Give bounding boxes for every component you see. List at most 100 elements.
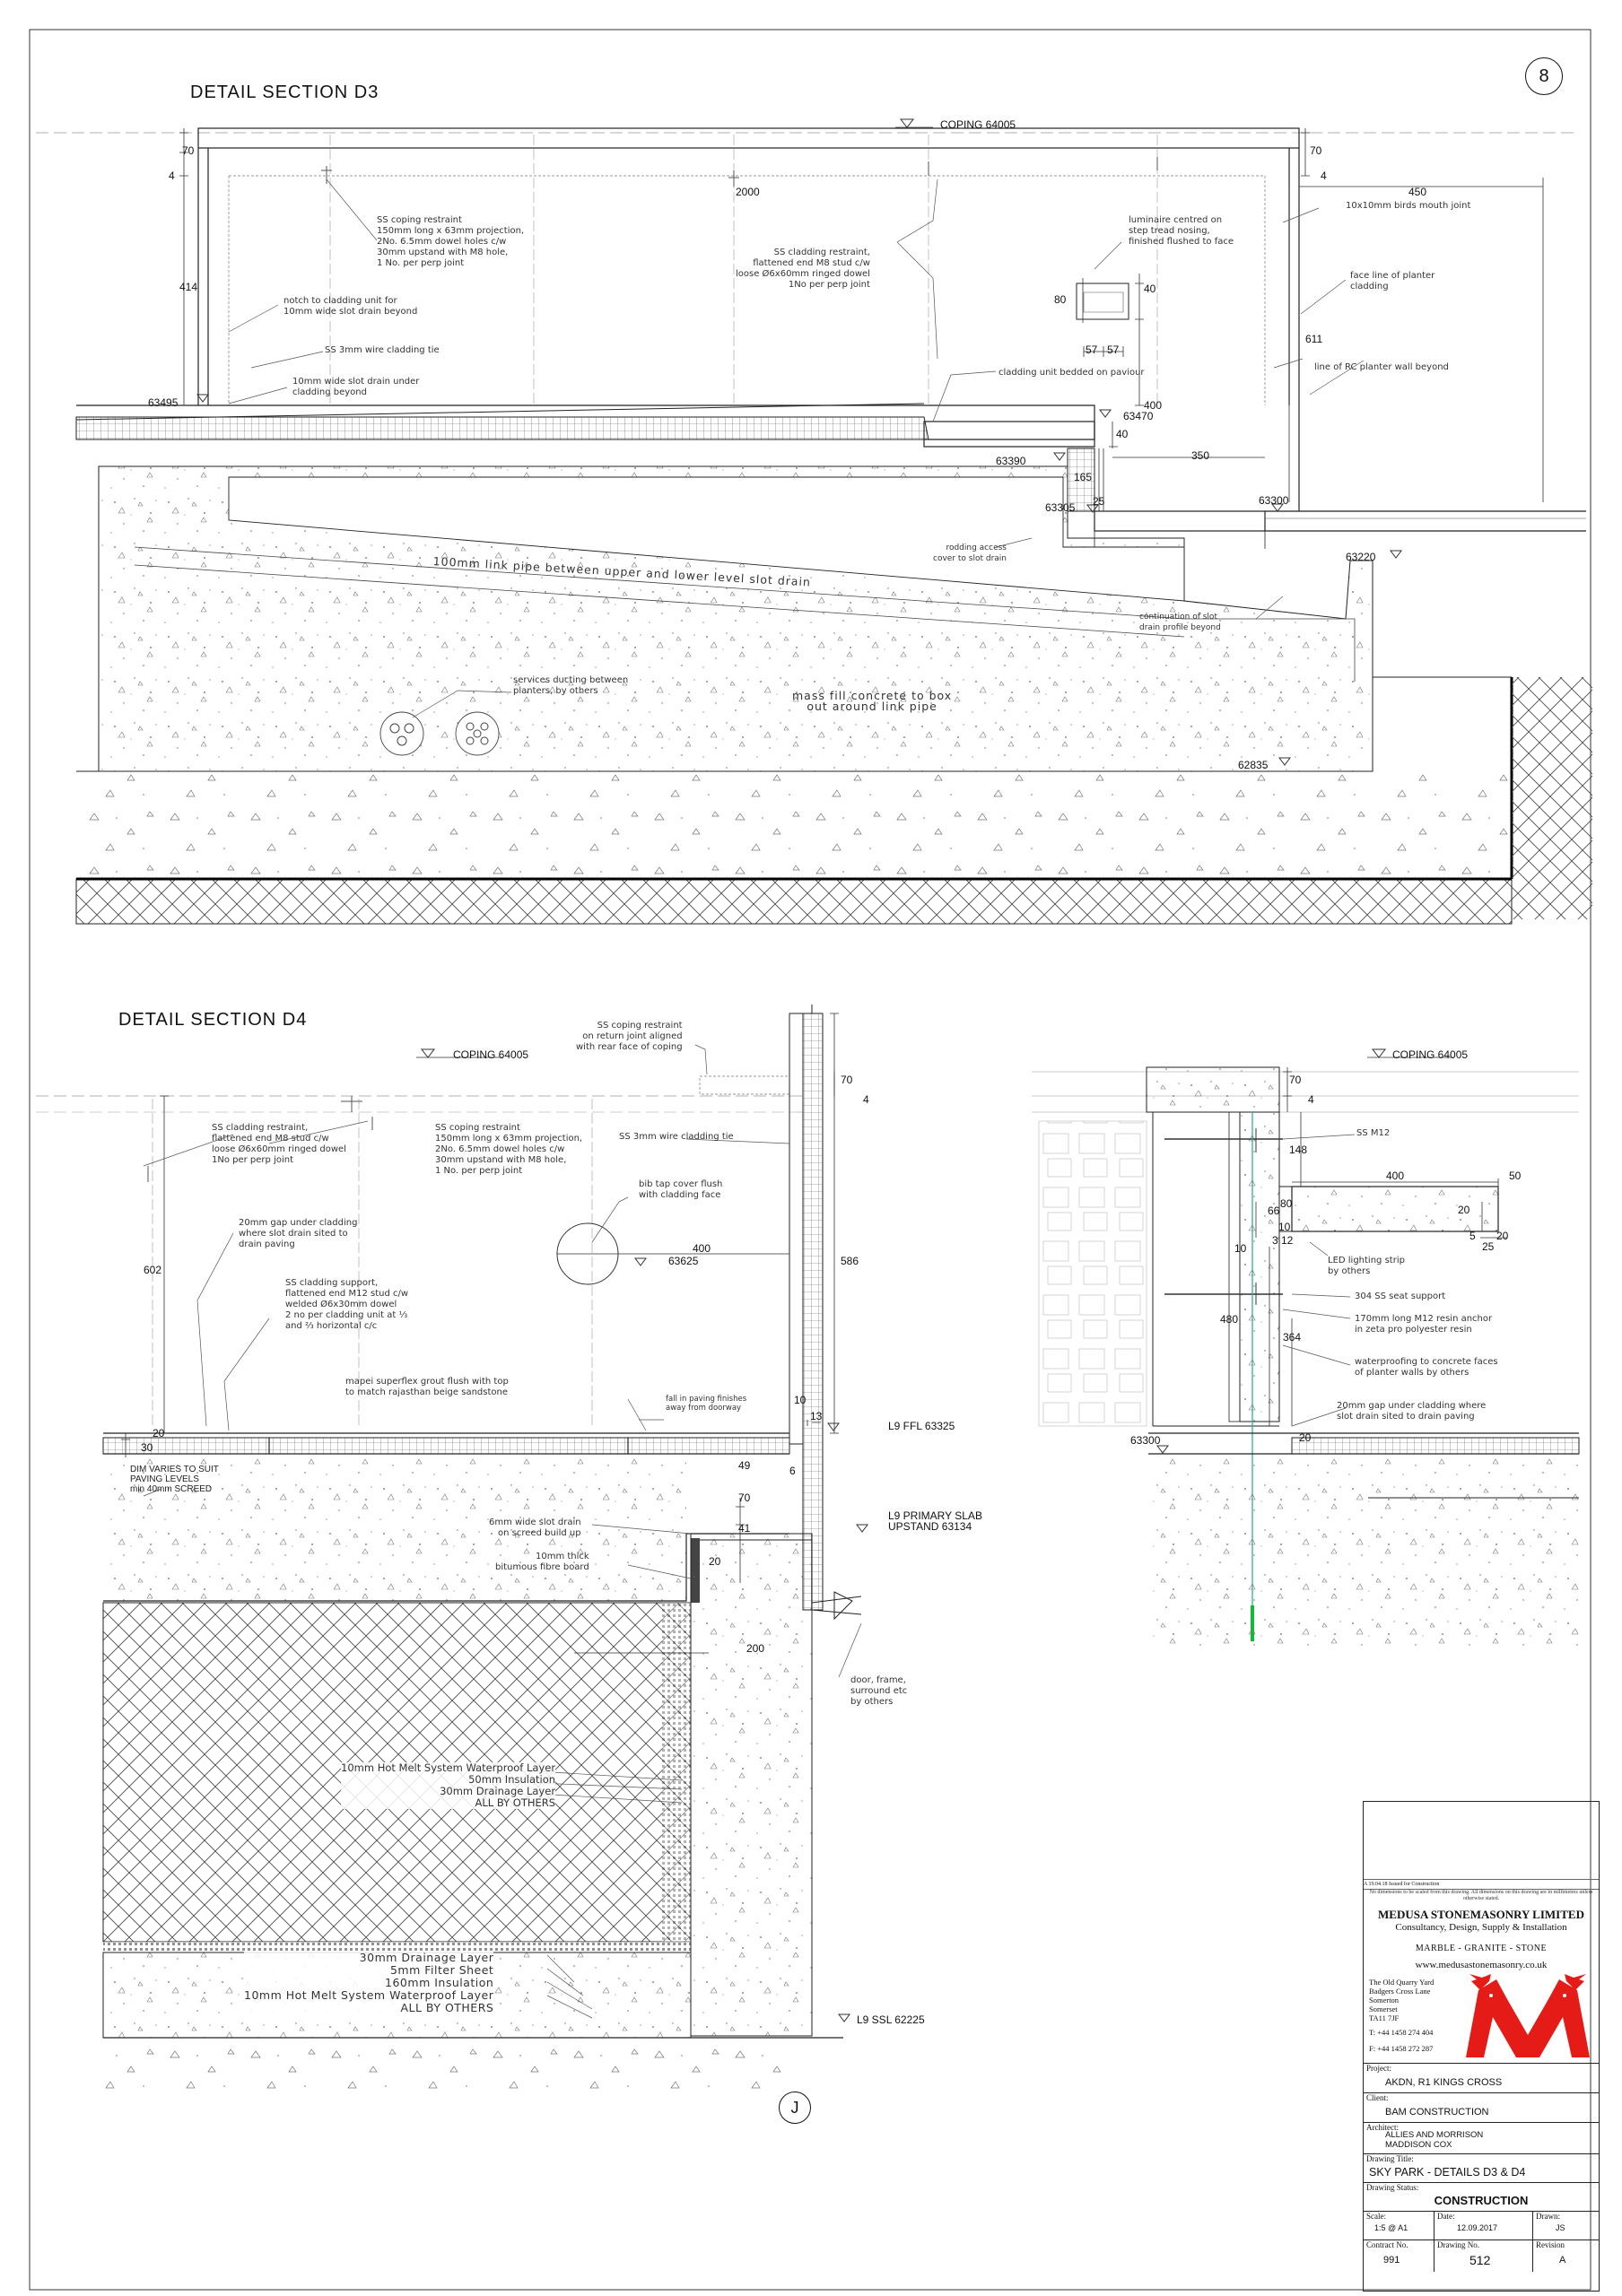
- d4b-dim-148: 148: [1289, 1144, 1308, 1156]
- architect-value: ALLIES AND MORRISON MADDISON COX: [1385, 2130, 1484, 2150]
- d4-dim-200: 200: [746, 1642, 765, 1655]
- d3-dim-80: 80: [1054, 293, 1067, 306]
- status-label: Drawing Status:: [1366, 2183, 1419, 2192]
- revision-line: A 19.04.18 Issued for Construction: [1364, 1879, 1599, 1890]
- d3-level-63390: 63390: [996, 455, 1026, 467]
- revision-label: Revision: [1536, 2240, 1565, 2249]
- d4b-dim-400: 400: [1386, 1170, 1405, 1182]
- company-address: The Old Quarry Yard Badgers Cross Lane S…: [1369, 1978, 1435, 2022]
- d4-dim-602: 602: [144, 1264, 162, 1276]
- d4-ssl: L9 SSL 62225: [857, 2013, 925, 2026]
- d4b-dim-4: 4: [1308, 1093, 1314, 1106]
- d4-dim-6: 6: [789, 1465, 796, 1477]
- d3-dim-40: 40: [1144, 283, 1156, 295]
- d3-note-coping-restraint: SS coping restraint 150mm long x 63mm pr…: [377, 215, 525, 268]
- d3-title: DETAIL SECTION D3: [190, 83, 379, 102]
- d4-note-coping-return: SS coping restraint on return joint alig…: [576, 1021, 683, 1052]
- d3-note-mass-fill: mass fill concrete to box out around lin…: [792, 689, 953, 713]
- d3-note-rc-wall: line of RC planter wall beyond: [1314, 362, 1449, 372]
- d4-note-drainage: 30mm Drainage Layer 5mm Filter Sheet 160…: [244, 1951, 494, 2014]
- disclaimer: No dimensions to be scaled from this dra…: [1369, 1890, 1593, 1901]
- d4-note-gap-20: 20mm gap under cladding where slot drain…: [239, 1218, 358, 1249]
- d4-note-bib-tap: bib tap cover flush with cladding face: [639, 1179, 723, 1200]
- d4b-dim-5: 5: [1469, 1230, 1476, 1242]
- d4-coping-level: COPING 64005: [453, 1048, 529, 1061]
- d4-ffl: L9 FFL 63325: [888, 1420, 955, 1432]
- d4b-note-ss-m12: SS M12: [1356, 1128, 1391, 1138]
- d3-coping-level: COPING 64005: [940, 118, 1016, 131]
- d3-dim-350: 350: [1191, 449, 1210, 462]
- d3-dim-40b: 40: [1116, 428, 1129, 440]
- d3-note-birds-mouth: 10x10mm birds mouth joint: [1346, 201, 1471, 211]
- d4b-coping-level: COPING 64005: [1392, 1048, 1469, 1061]
- d3-dim-450: 450: [1408, 186, 1427, 198]
- d4-dim-10: 10: [794, 1394, 807, 1406]
- d4-dim-586: 586: [841, 1255, 859, 1267]
- project-label: Project:: [1366, 2064, 1391, 2073]
- d4-note-cladding-restraint: SS cladding restraint, flattened end M8 …: [212, 1123, 346, 1165]
- d3-dim-25: 25: [1093, 495, 1105, 508]
- d4-dim-13: 13: [810, 1410, 823, 1422]
- d3-dim-165: 165: [1074, 471, 1093, 483]
- d3-dim-400: 400: [1144, 399, 1163, 412]
- grid-marker-j: J: [779, 2092, 811, 2124]
- d4-dim-30: 30: [141, 1441, 153, 1454]
- company-materials: MARBLE - GRANITE - STONE: [1415, 1944, 1548, 1953]
- drawing-no-label: Drawing No.: [1437, 2240, 1479, 2249]
- d4-note-mapei: mapei superflex grout flush with top to …: [345, 1377, 509, 1397]
- company-fax: F: +44 1458 272 287: [1369, 2044, 1434, 2053]
- d4-note-dim-varies: DIM VARIES TO SUIT PAVING LEVELS min 40m…: [130, 1465, 219, 1494]
- d3-level-63305: 63305: [1045, 501, 1076, 514]
- drawn-value: JS: [1556, 2223, 1565, 2232]
- d3-dim-4b: 4: [1321, 170, 1327, 182]
- d4-dim-41: 41: [738, 1522, 751, 1535]
- d4-level-63625: 63625: [668, 1255, 699, 1267]
- d4b-dim-20c: 20: [1299, 1431, 1312, 1444]
- client-value: BAM CONSTRUCTION: [1385, 2107, 1489, 2118]
- d4-note-fall: fall in paving finishes away from doorwa…: [666, 1395, 747, 1413]
- d3-note-luminaire: luminaire centred on step tread nosing, …: [1129, 215, 1234, 247]
- contract-label: Contract No.: [1366, 2240, 1408, 2249]
- drawing-no-value: 512: [1469, 2253, 1491, 2267]
- d4b-dim-364: 364: [1283, 1331, 1302, 1344]
- d4b-dim-10a: 10: [1278, 1221, 1291, 1233]
- d4b-note-waterproofing: waterproofing to concrete faces of plant…: [1355, 1357, 1498, 1378]
- d4b-dim-3: 3: [1272, 1234, 1278, 1247]
- d4-dim-49: 49: [738, 1459, 751, 1472]
- d4-dim-20: 20: [153, 1427, 165, 1439]
- d4b-dim-25: 25: [1482, 1240, 1495, 1253]
- d4-dim-20b: 20: [709, 1555, 721, 1568]
- d4-note-coping-restraint: SS coping restraint 150mm long x 63mm pr…: [435, 1123, 583, 1176]
- d4-note-slot-6mm: 6mm wide slot drain on screed build up: [489, 1518, 581, 1538]
- company-tel: T: +44 1458 274 404: [1369, 2028, 1434, 2037]
- company-website: www.medusastonemasonry.co.uk: [1415, 1960, 1548, 1970]
- d4-dim-70b: 70: [738, 1492, 751, 1504]
- d3-dim-57b: 57: [1107, 344, 1120, 356]
- architect-label: Architect:: [1366, 2123, 1399, 2132]
- d3-note-cladding-restraint: SS cladding restraint, flattened end M8 …: [736, 248, 870, 290]
- d4-dim-400: 400: [693, 1242, 711, 1255]
- d4-dim-70: 70: [841, 1074, 853, 1086]
- d3-note-wire-tie: SS 3mm wire cladding tie: [325, 345, 440, 355]
- d4-note-cladding-support: SS cladding support, flattened end M12 s…: [285, 1278, 409, 1331]
- d3-note-services: services ducting between planters, by ot…: [513, 675, 629, 696]
- d4b-dim-480: 480: [1220, 1313, 1239, 1326]
- d4b-dim-66: 66: [1268, 1205, 1280, 1217]
- d4-primary-slab: L9 PRIMARY SLAB UPSTAND 63134: [888, 1509, 982, 1533]
- d4b-dim-20a: 20: [1458, 1204, 1470, 1216]
- d4b-dim-12: 12: [1281, 1234, 1294, 1247]
- d3-dim-70: 70: [182, 144, 195, 157]
- date-value: 12.09.2017: [1457, 2223, 1498, 2232]
- company-subtitle: Consultancy, Design, Supply & Installati…: [1395, 1922, 1567, 1933]
- d3-note-face-line: face line of planter cladding: [1350, 271, 1435, 291]
- revision-value: A: [1559, 2255, 1566, 2266]
- drawn-label: Drawn:: [1536, 2212, 1560, 2221]
- status-value: CONSTRUCTION: [1434, 2194, 1529, 2207]
- d4-dim-4: 4: [863, 1093, 869, 1106]
- d3-dim-2000: 2000: [736, 186, 760, 198]
- d4b-note-resin: 170mm long M12 resin anchor in zeta pro …: [1355, 1314, 1493, 1335]
- sheet-number: 8: [1525, 57, 1563, 95]
- d3-note-notch: notch to cladding unit for 10mm wide slo…: [283, 296, 418, 317]
- d3-dim-611: 611: [1305, 333, 1323, 345]
- date-label: Date:: [1437, 2212, 1455, 2221]
